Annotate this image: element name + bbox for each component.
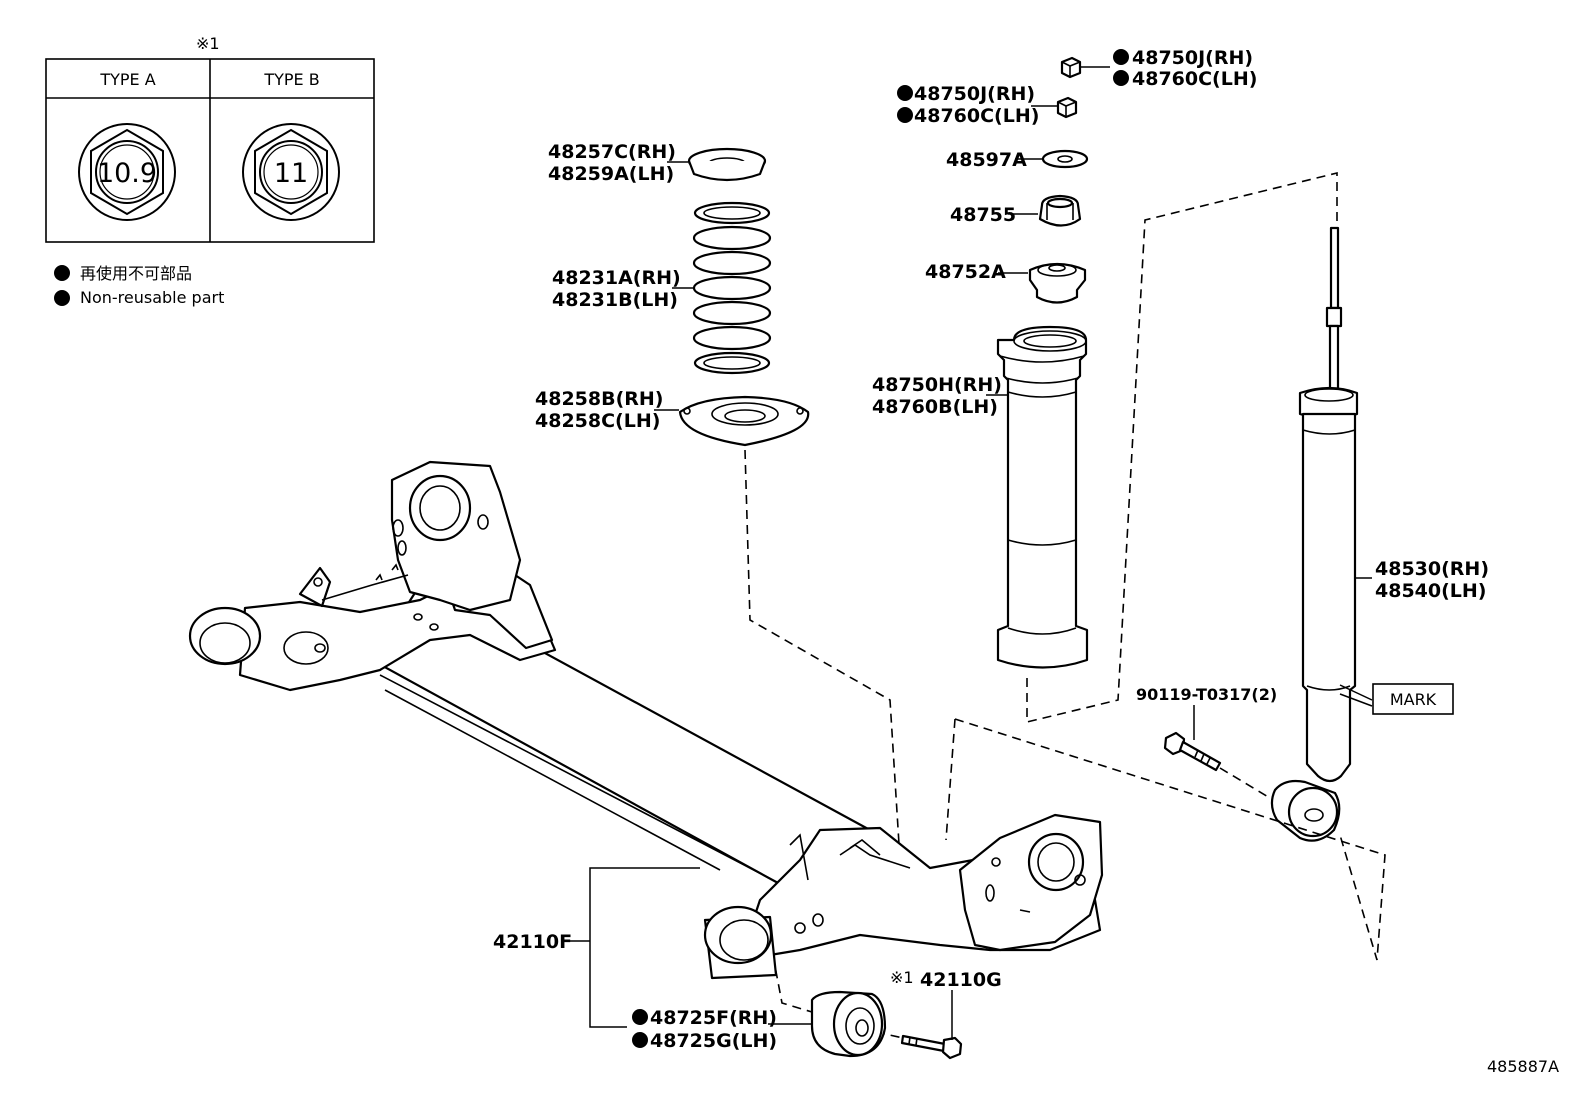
top-nut xyxy=(1060,56,1082,79)
table-note-marker: ※1 xyxy=(196,34,220,53)
label-48231a: 48231A(RH) xyxy=(552,267,681,289)
type-b-nut-icon: 11 xyxy=(242,123,340,221)
label-48530: 48530(RH) xyxy=(1375,558,1489,580)
label-48725f: 48725F(RH) xyxy=(650,1007,777,1029)
non-reusable-dot-icon xyxy=(1113,70,1129,86)
lower-cushion xyxy=(1028,262,1087,304)
label-48540: 48540(LH) xyxy=(1375,580,1486,602)
non-reusable-dot-icon xyxy=(632,1032,648,1048)
non-reusable-dot-icon xyxy=(632,1009,648,1025)
label-48259a: 48259A(LH) xyxy=(548,163,674,185)
mark-box xyxy=(1372,683,1454,715)
grade-a-value: 10.9 xyxy=(97,158,157,189)
label-48258b: 48258B(RH) xyxy=(535,388,663,410)
label-48725g: 48725G(LH) xyxy=(650,1030,777,1052)
label-48231b: 48231B(LH) xyxy=(552,289,678,311)
label-42110g: 42110G xyxy=(920,969,1002,991)
label-48760c-mid: 48760C(LH) xyxy=(914,105,1039,127)
non-reusable-dot-icon xyxy=(54,265,70,281)
spring-upper-insulator xyxy=(687,147,767,182)
label-48257c: 48257C(RH) xyxy=(548,141,676,163)
figure-id: 485887A xyxy=(1487,1057,1559,1076)
rear-axle-beam xyxy=(188,460,1104,980)
fastener-type-table: ※1 TYPE A TYPE B 10.9 11 xyxy=(45,34,375,243)
label-48752a: 48752A xyxy=(925,261,1006,283)
label-42110g-marker: ※1 xyxy=(890,968,914,987)
coil-spring xyxy=(692,201,772,375)
dust-boot xyxy=(996,325,1089,669)
washer xyxy=(1041,149,1089,169)
shock-absorber xyxy=(1270,226,1359,842)
label-48760c-top: 48760C(LH) xyxy=(1132,68,1257,90)
label-42110f: 42110F xyxy=(493,931,572,953)
grade-b-value: 11 xyxy=(274,158,308,189)
legend-en: Non-reusable part xyxy=(80,288,224,307)
upper-cushion xyxy=(1038,194,1082,227)
label-90119: 90119-T0317(2) xyxy=(1136,685,1277,704)
label-48258c: 48258C(LH) xyxy=(535,410,660,432)
mark-label: MARK xyxy=(1390,690,1437,709)
type-a-header: TYPE A xyxy=(99,70,155,89)
non-reusable-dot-icon xyxy=(897,107,913,123)
label-48755: 48755 xyxy=(950,204,1016,226)
label-48760b: 48760B(LH) xyxy=(872,396,998,418)
non-reusable-dot-icon xyxy=(897,85,913,101)
non-reusable-dot-icon xyxy=(54,290,70,306)
label-48750j-mid: 48750J(RH) xyxy=(914,83,1035,105)
label-48750h: 48750H(RH) xyxy=(872,374,1002,396)
legend-jp: 再使用不可部品 xyxy=(80,264,192,283)
non-reusable-dot-icon xyxy=(1113,49,1129,65)
shock-bolt xyxy=(1163,731,1222,772)
legend: 再使用不可部品 Non-reusable part xyxy=(54,264,224,307)
label-48597a: 48597A xyxy=(946,149,1027,171)
axle-bushing xyxy=(810,990,887,1058)
type-b-header: TYPE B xyxy=(263,70,319,89)
second-nut xyxy=(1056,96,1078,119)
spring-lower-insulator xyxy=(678,395,810,447)
label-48750j-top: 48750J(RH) xyxy=(1132,47,1253,69)
axle-bolt xyxy=(900,1034,963,1060)
type-a-nut-icon: 10.9 xyxy=(78,123,176,221)
